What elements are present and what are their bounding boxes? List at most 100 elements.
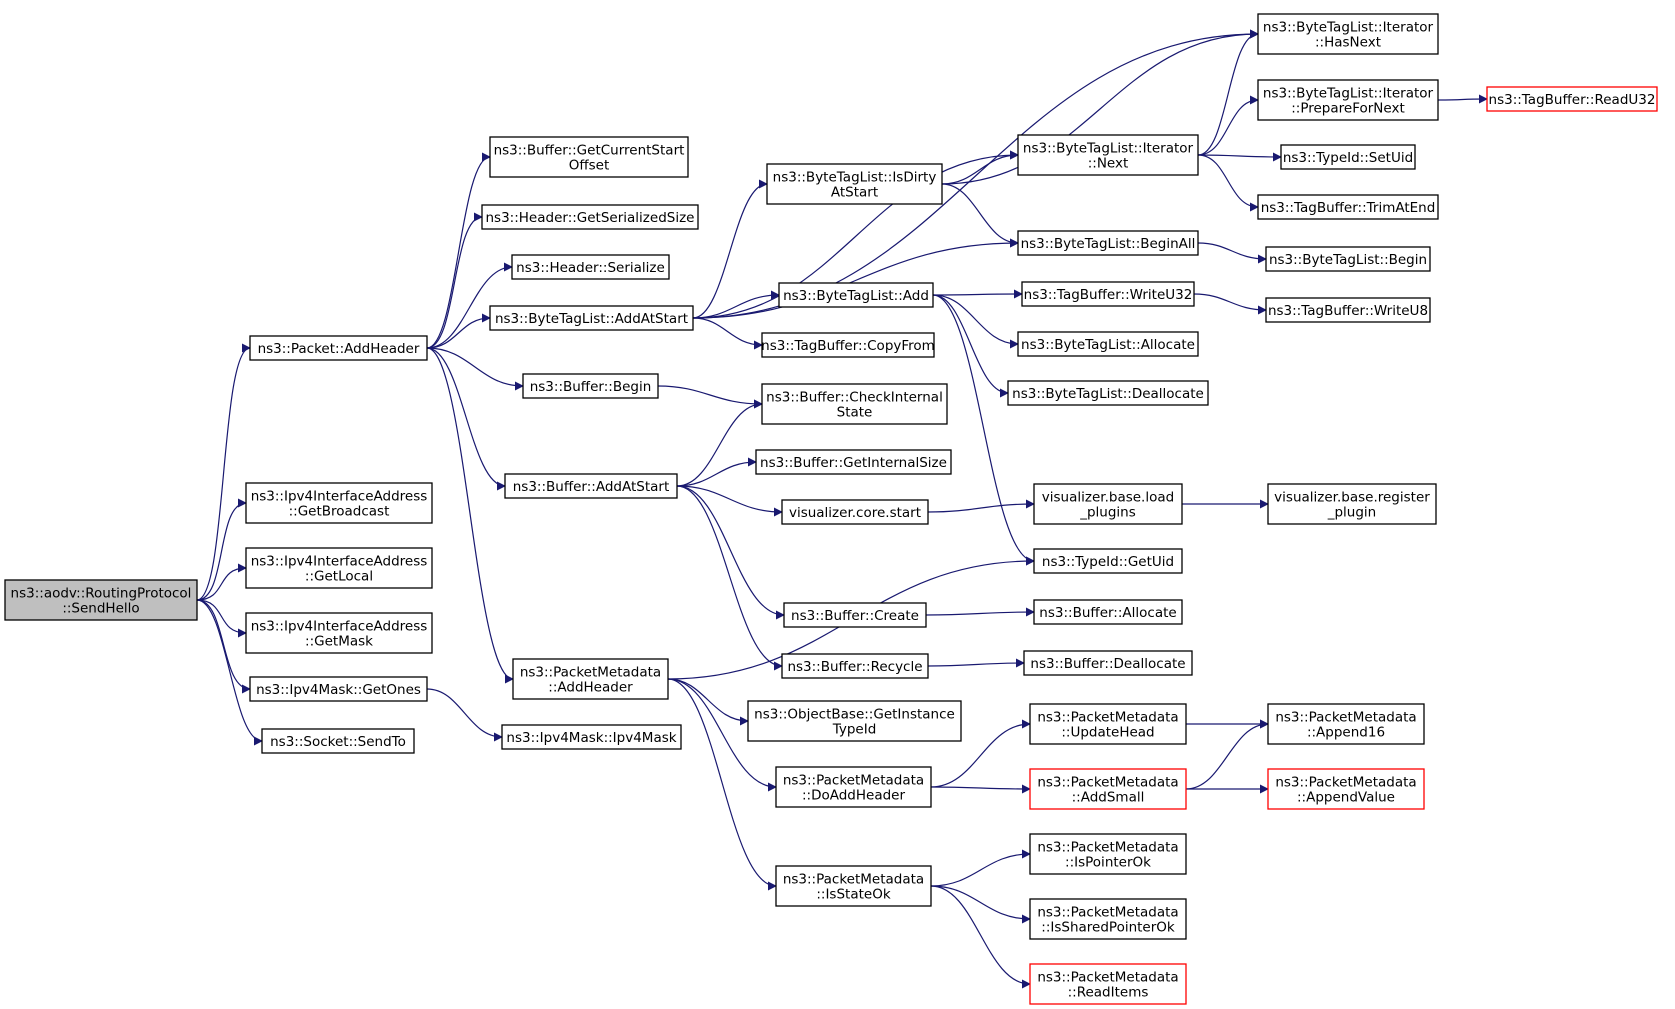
node-ns3-socket-sendto[interactable]: ns3::Socket::SendTo <box>261 728 415 754</box>
edge-n10-to-n17 <box>692 317 763 350</box>
node-visualizer-base-load-plugins[interactable]: visualizer.base.load_plugins <box>1033 483 1183 525</box>
edge-n20-to-n32 <box>927 499 1035 513</box>
node-ns3-tagbuffer-readu32[interactable]: ns3::TagBuffer::ReadU32 <box>1486 86 1658 112</box>
node-box <box>1033 483 1183 525</box>
node-label-line: ns3::Header::GetSerializedSize <box>486 210 695 226</box>
edge-n11-to-n18 <box>657 385 763 409</box>
node-label-line: ::GetLocal <box>305 569 373 585</box>
node-ns3-header-serialize[interactable]: ns3::Header::Serialize <box>511 254 670 280</box>
node-visualizer-core-start[interactable]: visualizer.core.start <box>781 499 929 525</box>
node-ns3-packetmetadata-isstateok[interactable]: ns3::PacketMetadata::IsStateOk <box>775 865 932 907</box>
node-label-line: ns3::PacketMetadata <box>1037 775 1178 791</box>
node-box <box>766 163 943 205</box>
node-ns3-packetmetadata-ispointerok[interactable]: ns3::PacketMetadata::IsPointerOk <box>1029 833 1187 875</box>
node-box <box>1023 650 1193 676</box>
node-ns3-buffer-getinternalsize[interactable]: ns3::Buffer::GetInternalSize <box>755 449 952 475</box>
edge-n22-to-n35 <box>927 658 1025 668</box>
node-ns3-ipv4mask-getones[interactable]: ns3::Ipv4Mask::GetOnes <box>249 676 428 702</box>
node-ns3-bytetaglist-iterator-preparefornext[interactable]: ns3::ByteTagList::Iterator::PrepareForNe… <box>1257 79 1439 121</box>
node-label-line: ns3::Packet::AddHeader <box>258 341 420 357</box>
node-label-line: _plugins <box>1079 505 1136 521</box>
node-ns3-ipv4mask-ipv4mask[interactable]: ns3::Ipv4Mask::Ipv4Mask <box>501 724 682 750</box>
node-ns3-bytetaglist-allocate[interactable]: ns3::ByteTagList::Allocate <box>1017 331 1199 357</box>
edge-n5-to-n14 <box>426 688 503 742</box>
node-box <box>1033 548 1183 574</box>
edge-n41-to-n49 <box>1437 94 1488 104</box>
node-ns3-buffer-deallocate[interactable]: ns3::Buffer::Deallocate <box>1023 650 1193 676</box>
node-ns3-aodv-routingprotocol-sendhello[interactable]: ns3::aodv::RoutingProtocol::SendHello <box>4 579 198 621</box>
node-box <box>249 676 428 702</box>
node-ns3-typeid-setuid[interactable]: ns3::TypeId::SetUid <box>1280 144 1416 170</box>
node-ns3-buffer-allocate[interactable]: ns3::Buffer::Allocate <box>1033 599 1183 625</box>
node-label-line: ::Next <box>1088 156 1129 172</box>
node-label-line: ns3::Buffer::Recycle <box>787 659 922 675</box>
node-ns3-packetmetadata-addsmall[interactable]: ns3::PacketMetadata::AddSmall <box>1029 768 1187 810</box>
node-ns3-bytetaglist-deallocate[interactable]: ns3::ByteTagList::Deallocate <box>1007 380 1209 406</box>
node-label-line: ns3::Ipv4InterfaceAddress <box>251 619 428 635</box>
node-ns3-tagbuffer-writeu32[interactable]: ns3::TagBuffer::WriteU32 <box>1021 281 1195 307</box>
node-ns3-buffer-create[interactable]: ns3::Buffer::Create <box>783 602 927 628</box>
edge-n13-to-n25 <box>667 678 777 891</box>
node-box <box>522 373 659 399</box>
edge-n10-to-n16 <box>692 290 780 319</box>
node-label-line: ns3::ByteTagList::Iterator <box>1263 86 1434 102</box>
edge-n12-to-n18 <box>676 399 763 487</box>
node-label-line: ::DoAddHeader <box>802 788 905 804</box>
node-visualizer-base-register-plugin[interactable]: visualizer.base.register_plugin <box>1267 483 1437 525</box>
node-ns3-packetmetadata-updatehead[interactable]: ns3::PacketMetadata::UpdateHead <box>1029 703 1187 745</box>
node-ns3-tagbuffer-trimatend[interactable]: ns3::TagBuffer::TrimAtEnd <box>1257 194 1439 220</box>
node-ns3-bytetaglist-addatstart[interactable]: ns3::ByteTagList::AddAtStart <box>489 305 694 331</box>
node-ns3-packetmetadata-readitems[interactable]: ns3::PacketMetadata::ReadItems <box>1029 963 1187 1005</box>
node-label-line: ::GetMask <box>305 634 373 650</box>
node-box <box>512 658 669 700</box>
node-label-line: ::GetBroadcast <box>289 504 390 520</box>
node-label-line: ns3::PacketMetadata <box>1275 775 1416 791</box>
node-ns3-packetmetadata-issharedpointerok[interactable]: ns3::PacketMetadata::IsSharedPointerOk <box>1029 898 1187 940</box>
node-ns3-bytetaglist-add[interactable]: ns3::ByteTagList::Add <box>778 282 934 308</box>
node-box <box>1017 230 1199 256</box>
node-ns3-packetmetadata-appendvalue[interactable]: ns3::PacketMetadata::AppendValue <box>1267 768 1425 810</box>
node-ns3-bytetaglist-iterator-next[interactable]: ns3::ByteTagList::Iterator::Next <box>1017 134 1199 176</box>
edge-n10-to-n15 <box>692 179 768 319</box>
node-label-line: ns3::ByteTagList::Iterator <box>1263 20 1434 36</box>
node-ns3-header-getserializedsize[interactable]: ns3::Header::GetSerializedSize <box>481 204 699 230</box>
node-ns3-buffer-recycle[interactable]: ns3::Buffer::Recycle <box>781 653 929 679</box>
node-box <box>1265 297 1431 323</box>
node-ns3-tagbuffer-copyfrom[interactable]: ns3::TagBuffer::CopyFrom <box>761 332 935 358</box>
node-label-line: ::AddSmall <box>1072 790 1145 806</box>
edge-n0-to-n1 <box>196 343 251 601</box>
node-ns3-packet-addheader[interactable]: ns3::Packet::AddHeader <box>249 335 428 361</box>
edge-n1-to-n11 <box>426 347 524 391</box>
node-label-line: ns3::PacketMetadata <box>520 665 661 681</box>
edge-n24-to-n36 <box>930 719 1031 788</box>
node-ns3-bytetaglist-beginall[interactable]: ns3::ByteTagList::BeginAll <box>1017 230 1199 256</box>
node-ns3-bytetaglist-iterator-hasnext[interactable]: ns3::ByteTagList::Iterator::HasNext <box>1257 13 1439 55</box>
node-ns3-ipv4interfaceaddress-getmask[interactable]: ns3::Ipv4InterfaceAddress::GetMask <box>245 612 433 654</box>
node-label-line: ns3::TypeId::SetUid <box>1283 150 1413 166</box>
edge-n13-to-n23 <box>667 678 749 726</box>
node-ns3-packetmetadata-doaddheader[interactable]: ns3::PacketMetadata::DoAddHeader <box>775 766 932 808</box>
edge-n16-to-n29 <box>932 289 1023 299</box>
node-ns3-ipv4interfaceaddress-getlocal[interactable]: ns3::Ipv4InterfaceAddress::GetLocal <box>245 547 433 589</box>
node-ns3-buffer-addatstart[interactable]: ns3::Buffer::AddAtStart <box>504 473 678 499</box>
node-box <box>1280 144 1416 170</box>
node-box <box>1029 833 1187 875</box>
node-ns3-tagbuffer-writeu8[interactable]: ns3::TagBuffer::WriteU8 <box>1265 297 1431 323</box>
node-label-line: ns3::Buffer::Deallocate <box>1030 656 1185 672</box>
node-ns3-bytetaglist-begin[interactable]: ns3::ByteTagList::Begin <box>1265 246 1431 272</box>
node-ns3-typeid-getuid[interactable]: ns3::TypeId::GetUid <box>1033 548 1183 574</box>
node-ns3-buffer-begin[interactable]: ns3::Buffer::Begin <box>522 373 659 399</box>
edge-n0-to-n4 <box>196 599 247 638</box>
node-ns3-packetmetadata-append16[interactable]: ns3::PacketMetadata::Append16 <box>1267 703 1425 745</box>
node-ns3-ipv4interfaceaddress-getbroadcast[interactable]: ns3::Ipv4InterfaceAddress::GetBroadcast <box>245 482 433 524</box>
node-label-line: ns3::ByteTagList::AddAtStart <box>495 311 688 327</box>
node-box <box>245 482 433 524</box>
node-label-line: ns3::PacketMetadata <box>1275 710 1416 726</box>
node-ns3-packetmetadata-addheader[interactable]: ns3::PacketMetadata::AddHeader <box>512 658 669 700</box>
edge-n25-to-n38 <box>930 849 1031 887</box>
